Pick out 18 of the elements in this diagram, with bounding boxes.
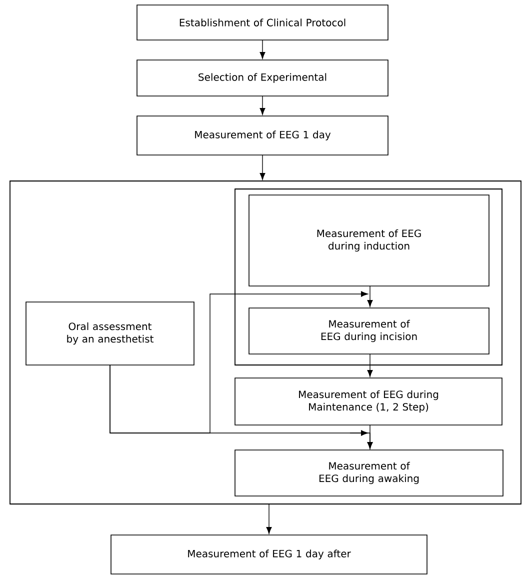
process-box: Measurement of EEG during awaking [234, 450, 504, 496]
process-box: Selection of Experimental [136, 60, 388, 96]
process-box: Measurement of EEG 1 day [136, 116, 388, 156]
process-box: Measurement of EEG during Maintenance (1, 2 Step) [234, 378, 502, 426]
process-box: Measurement of EEG 1 day after [110, 534, 428, 574]
process-box: Oral assessment by an anesthetist [26, 302, 194, 366]
container-box [234, 188, 502, 366]
process-box: Measurement of EEG during incision [248, 308, 490, 354]
arrow [260, 96, 266, 115]
arrow [260, 154, 266, 180]
process-box: Establishment of Clinical Protocol [136, 4, 388, 40]
arrow [266, 504, 272, 534]
process-box: Measurement of EEG during induction [248, 194, 490, 286]
arrow [367, 354, 373, 377]
arrow [367, 424, 373, 449]
arrow [260, 40, 266, 59]
arrow [367, 286, 373, 307]
container-box [10, 180, 522, 504]
